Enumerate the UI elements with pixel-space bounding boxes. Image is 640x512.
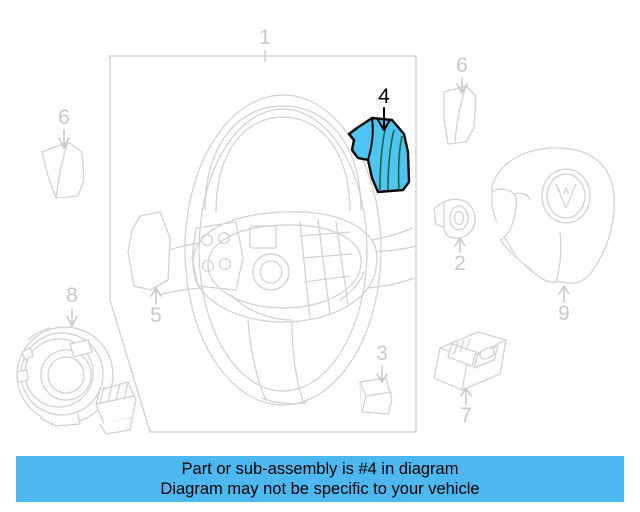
callout-3-label: 3 bbox=[376, 342, 388, 365]
steering-wheel-drawing bbox=[159, 94, 417, 406]
part-8-shape bbox=[16, 326, 137, 435]
callout-1-label: 1 bbox=[259, 26, 271, 49]
footer-banner: Part or sub-assembly is #4 in diagram Di… bbox=[16, 456, 624, 502]
part-6-left-shape bbox=[41, 141, 85, 199]
part-3-shape bbox=[359, 377, 393, 415]
callout-6-left-arrow bbox=[58, 129, 70, 149]
callout-6-left: 6 bbox=[58, 106, 70, 149]
part-9-shape bbox=[491, 147, 615, 284]
callout-5: 5 bbox=[150, 287, 162, 327]
callout-6-right-arrow bbox=[456, 77, 468, 94]
part-5-shape bbox=[127, 211, 171, 291]
footer-line-2: Diagram may not be specific to your vehi… bbox=[160, 480, 480, 498]
callout-9-label: 9 bbox=[558, 302, 570, 325]
callout-3: 3 bbox=[376, 342, 388, 383]
callout-3-arrow bbox=[376, 365, 388, 383]
footer-line-1: Part or sub-assembly is #4 in diagram bbox=[181, 460, 459, 478]
parts-diagram-illustration: 1 5 3 bbox=[16, 26, 615, 435]
assembly-boundary-box bbox=[109, 55, 417, 433]
callout-9-arrow bbox=[558, 285, 570, 303]
part-4-shape-highlighted bbox=[347, 116, 411, 194]
callout-2: 2 bbox=[454, 237, 466, 275]
callout-8-label: 8 bbox=[66, 284, 78, 307]
callout-4: 4 bbox=[377, 85, 391, 131]
callout-5-arrow bbox=[150, 287, 162, 305]
callout-6-left-label: 6 bbox=[58, 106, 70, 129]
callout-1: 1 bbox=[259, 26, 271, 62]
callout-7-arrow bbox=[460, 387, 472, 405]
callout-9: 9 bbox=[558, 285, 570, 325]
callout-8-arrow bbox=[66, 307, 78, 327]
callout-4-arrow bbox=[377, 107, 391, 131]
callout-7: 7 bbox=[460, 387, 472, 427]
part-6-right-shape bbox=[443, 85, 477, 145]
callout-2-arrow bbox=[454, 237, 466, 253]
callout-6-right: 6 bbox=[456, 54, 468, 94]
part-2-shape bbox=[433, 198, 476, 239]
callout-4-label: 4 bbox=[378, 85, 390, 108]
callout-2-label: 2 bbox=[454, 252, 466, 275]
callout-8: 8 bbox=[66, 284, 78, 327]
vw-logo-icon bbox=[541, 168, 591, 224]
part-7-shape bbox=[433, 331, 507, 391]
callout-6-right-label: 6 bbox=[456, 54, 468, 77]
callout-7-label: 7 bbox=[460, 404, 472, 427]
callout-5-label: 5 bbox=[150, 304, 162, 327]
